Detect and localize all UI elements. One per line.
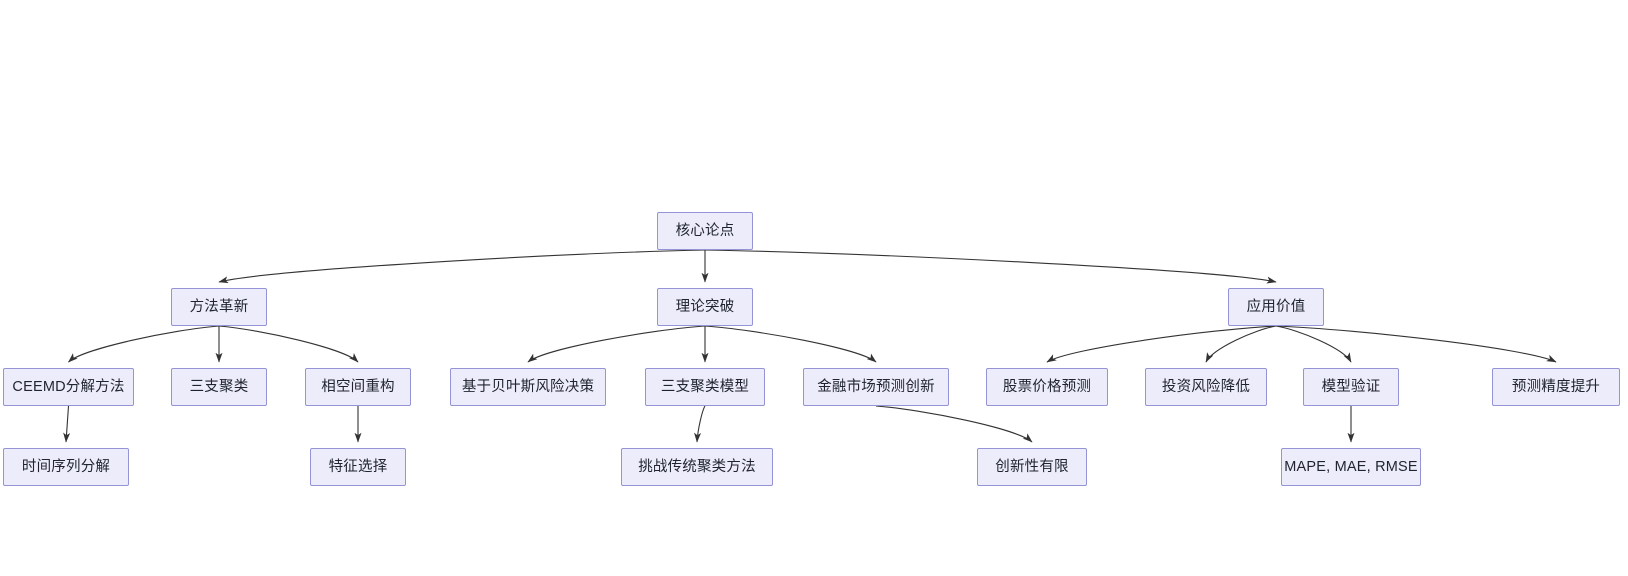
edge-n0-to-n3	[704, 249, 1277, 284]
node-n4[interactable]: CEEMD分解方法	[3, 368, 134, 406]
node-n10[interactable]: 股票价格预测	[986, 368, 1108, 406]
node-n6[interactable]: 相空间重构	[305, 368, 411, 406]
node-n17[interactable]: 创新性有限	[977, 448, 1087, 486]
node-n12[interactable]: 模型验证	[1303, 368, 1399, 406]
node-label: 理论突破	[675, 298, 735, 315]
node-label: 相空间重构	[321, 378, 395, 395]
node-n15[interactable]: 特征选择	[310, 448, 406, 486]
node-n11[interactable]: 投资风险降低	[1145, 368, 1267, 406]
node-n5[interactable]: 三支聚类	[171, 368, 267, 406]
edge-n0-to-n1	[218, 249, 706, 284]
node-n0[interactable]: 核心论点	[657, 212, 753, 250]
edge-n3-to-n10	[1046, 325, 1277, 363]
edge-n3-to-n12	[1275, 325, 1352, 363]
node-label: 股票价格预测	[1002, 378, 1092, 395]
node-n9[interactable]: 金融市场预测创新	[803, 368, 949, 406]
node-label: 预测精度提升	[1511, 378, 1601, 395]
node-label: 创新性有限	[995, 458, 1069, 475]
node-label: 模型验证	[1321, 378, 1381, 395]
node-label: 方法革新	[189, 298, 249, 315]
node-label: 挑战传统聚类方法	[638, 458, 756, 475]
node-label: 核心论点	[675, 222, 735, 239]
node-label: 特征选择	[328, 458, 388, 475]
edge-n4-to-n14	[63, 405, 71, 443]
node-label: CEEMD分解方法	[12, 378, 125, 395]
edge-n8-to-n16	[694, 405, 706, 443]
node-n18[interactable]: MAPE, MAE, RMSE	[1281, 448, 1421, 486]
edge-group	[63, 249, 1557, 443]
edge-n3-to-n11	[1205, 325, 1277, 363]
node-label: 时间序列分解	[21, 458, 111, 475]
node-n8[interactable]: 三支聚类模型	[645, 368, 765, 406]
node-n3[interactable]: 应用价值	[1228, 288, 1324, 326]
node-n16[interactable]: 挑战传统聚类方法	[621, 448, 773, 486]
edge-n2-to-n9	[704, 325, 877, 363]
edge-n1-to-n4	[68, 325, 220, 363]
edge-n2-to-n7	[527, 325, 706, 363]
node-n1[interactable]: 方法革新	[171, 288, 267, 326]
node-label: 三支聚类	[189, 378, 249, 395]
edge-n1-to-n6	[218, 325, 359, 363]
node-n13[interactable]: 预测精度提升	[1492, 368, 1620, 406]
node-n7[interactable]: 基于贝叶斯风险决策	[450, 368, 606, 406]
edge-n3-to-n13	[1275, 325, 1557, 363]
node-label: 投资风险降低	[1161, 378, 1251, 395]
node-label: MAPE, MAE, RMSE	[1284, 458, 1418, 475]
node-label: 金融市场预测创新	[817, 378, 935, 395]
node-label: 应用价值	[1246, 298, 1306, 315]
edge-n9-to-n17	[875, 405, 1033, 443]
node-label: 基于贝叶斯风险决策	[461, 378, 595, 395]
node-n14[interactable]: 时间序列分解	[3, 448, 129, 486]
node-label: 三支聚类模型	[660, 378, 750, 395]
node-n2[interactable]: 理论突破	[657, 288, 753, 326]
